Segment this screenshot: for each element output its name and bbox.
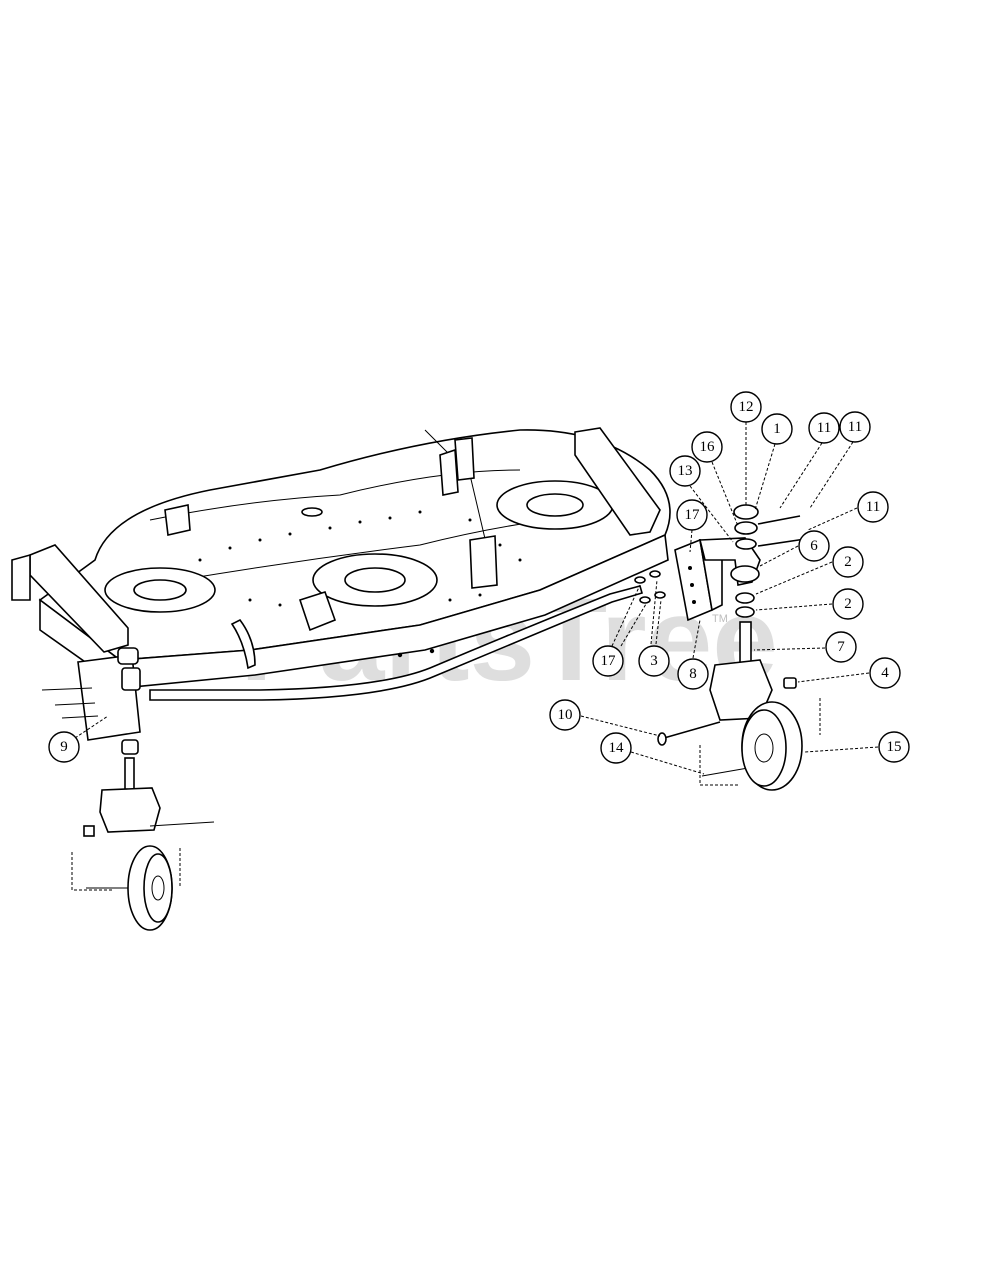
left-gauge-wheel-assembly bbox=[41, 647, 215, 931]
callout-4: 4 bbox=[869, 657, 901, 689]
svg-text:4: 4 bbox=[881, 665, 889, 681]
callout-17: 17 bbox=[592, 645, 624, 677]
svg-text:14: 14 bbox=[609, 740, 625, 756]
svg-text:17: 17 bbox=[601, 653, 617, 669]
svg-text:1: 1 bbox=[773, 421, 781, 437]
svg-text:7: 7 bbox=[837, 639, 845, 655]
callout-9: 9 bbox=[48, 731, 80, 763]
svg-text:11: 11 bbox=[866, 499, 880, 515]
svg-text:15: 15 bbox=[887, 739, 902, 755]
callout-14: 14 bbox=[600, 732, 632, 764]
callout-15: 15 bbox=[878, 731, 910, 763]
callout-6: 6 bbox=[798, 530, 830, 562]
watermark-tm: TM bbox=[712, 613, 728, 625]
svg-text:2: 2 bbox=[844, 596, 852, 612]
callout-16: 16 bbox=[691, 431, 723, 463]
svg-text:6: 6 bbox=[810, 538, 818, 554]
svg-text:8: 8 bbox=[689, 666, 697, 682]
svg-text:2: 2 bbox=[844, 554, 852, 570]
svg-text:11: 11 bbox=[848, 419, 862, 435]
svg-text:9: 9 bbox=[60, 739, 68, 755]
callout-3: 3 bbox=[638, 645, 670, 677]
svg-text:16: 16 bbox=[700, 439, 716, 455]
callout-1: 1 bbox=[761, 413, 793, 445]
gauge-wheel-cross-bar bbox=[149, 585, 643, 701]
callout-17: 17 bbox=[676, 499, 708, 531]
callout-2: 2 bbox=[832, 588, 864, 620]
callout-2: 2 bbox=[832, 546, 864, 578]
svg-text:17: 17 bbox=[685, 507, 701, 523]
callout-8: 8 bbox=[677, 658, 709, 690]
svg-text:10: 10 bbox=[558, 707, 573, 723]
svg-text:3: 3 bbox=[650, 653, 658, 669]
callout-10: 10 bbox=[549, 699, 581, 731]
callout-12: 12 bbox=[730, 391, 762, 423]
svg-text:11: 11 bbox=[817, 420, 831, 436]
callout-11: 11 bbox=[808, 412, 840, 444]
callout-7: 7 bbox=[825, 631, 857, 663]
callout-11: 11 bbox=[857, 491, 889, 523]
right-gauge-wheel-assembly bbox=[634, 504, 821, 791]
svg-text:13: 13 bbox=[678, 463, 693, 479]
mower-deck bbox=[11, 427, 671, 689]
callout-11: 11 bbox=[839, 411, 871, 443]
leader-lines bbox=[74, 422, 879, 775]
svg-text:12: 12 bbox=[739, 399, 754, 415]
callouts: 12 1 11 11 16 13 11 17 6 2 2 7 17 3 8 4 … bbox=[48, 391, 910, 764]
callout-13: 13 bbox=[669, 455, 701, 487]
